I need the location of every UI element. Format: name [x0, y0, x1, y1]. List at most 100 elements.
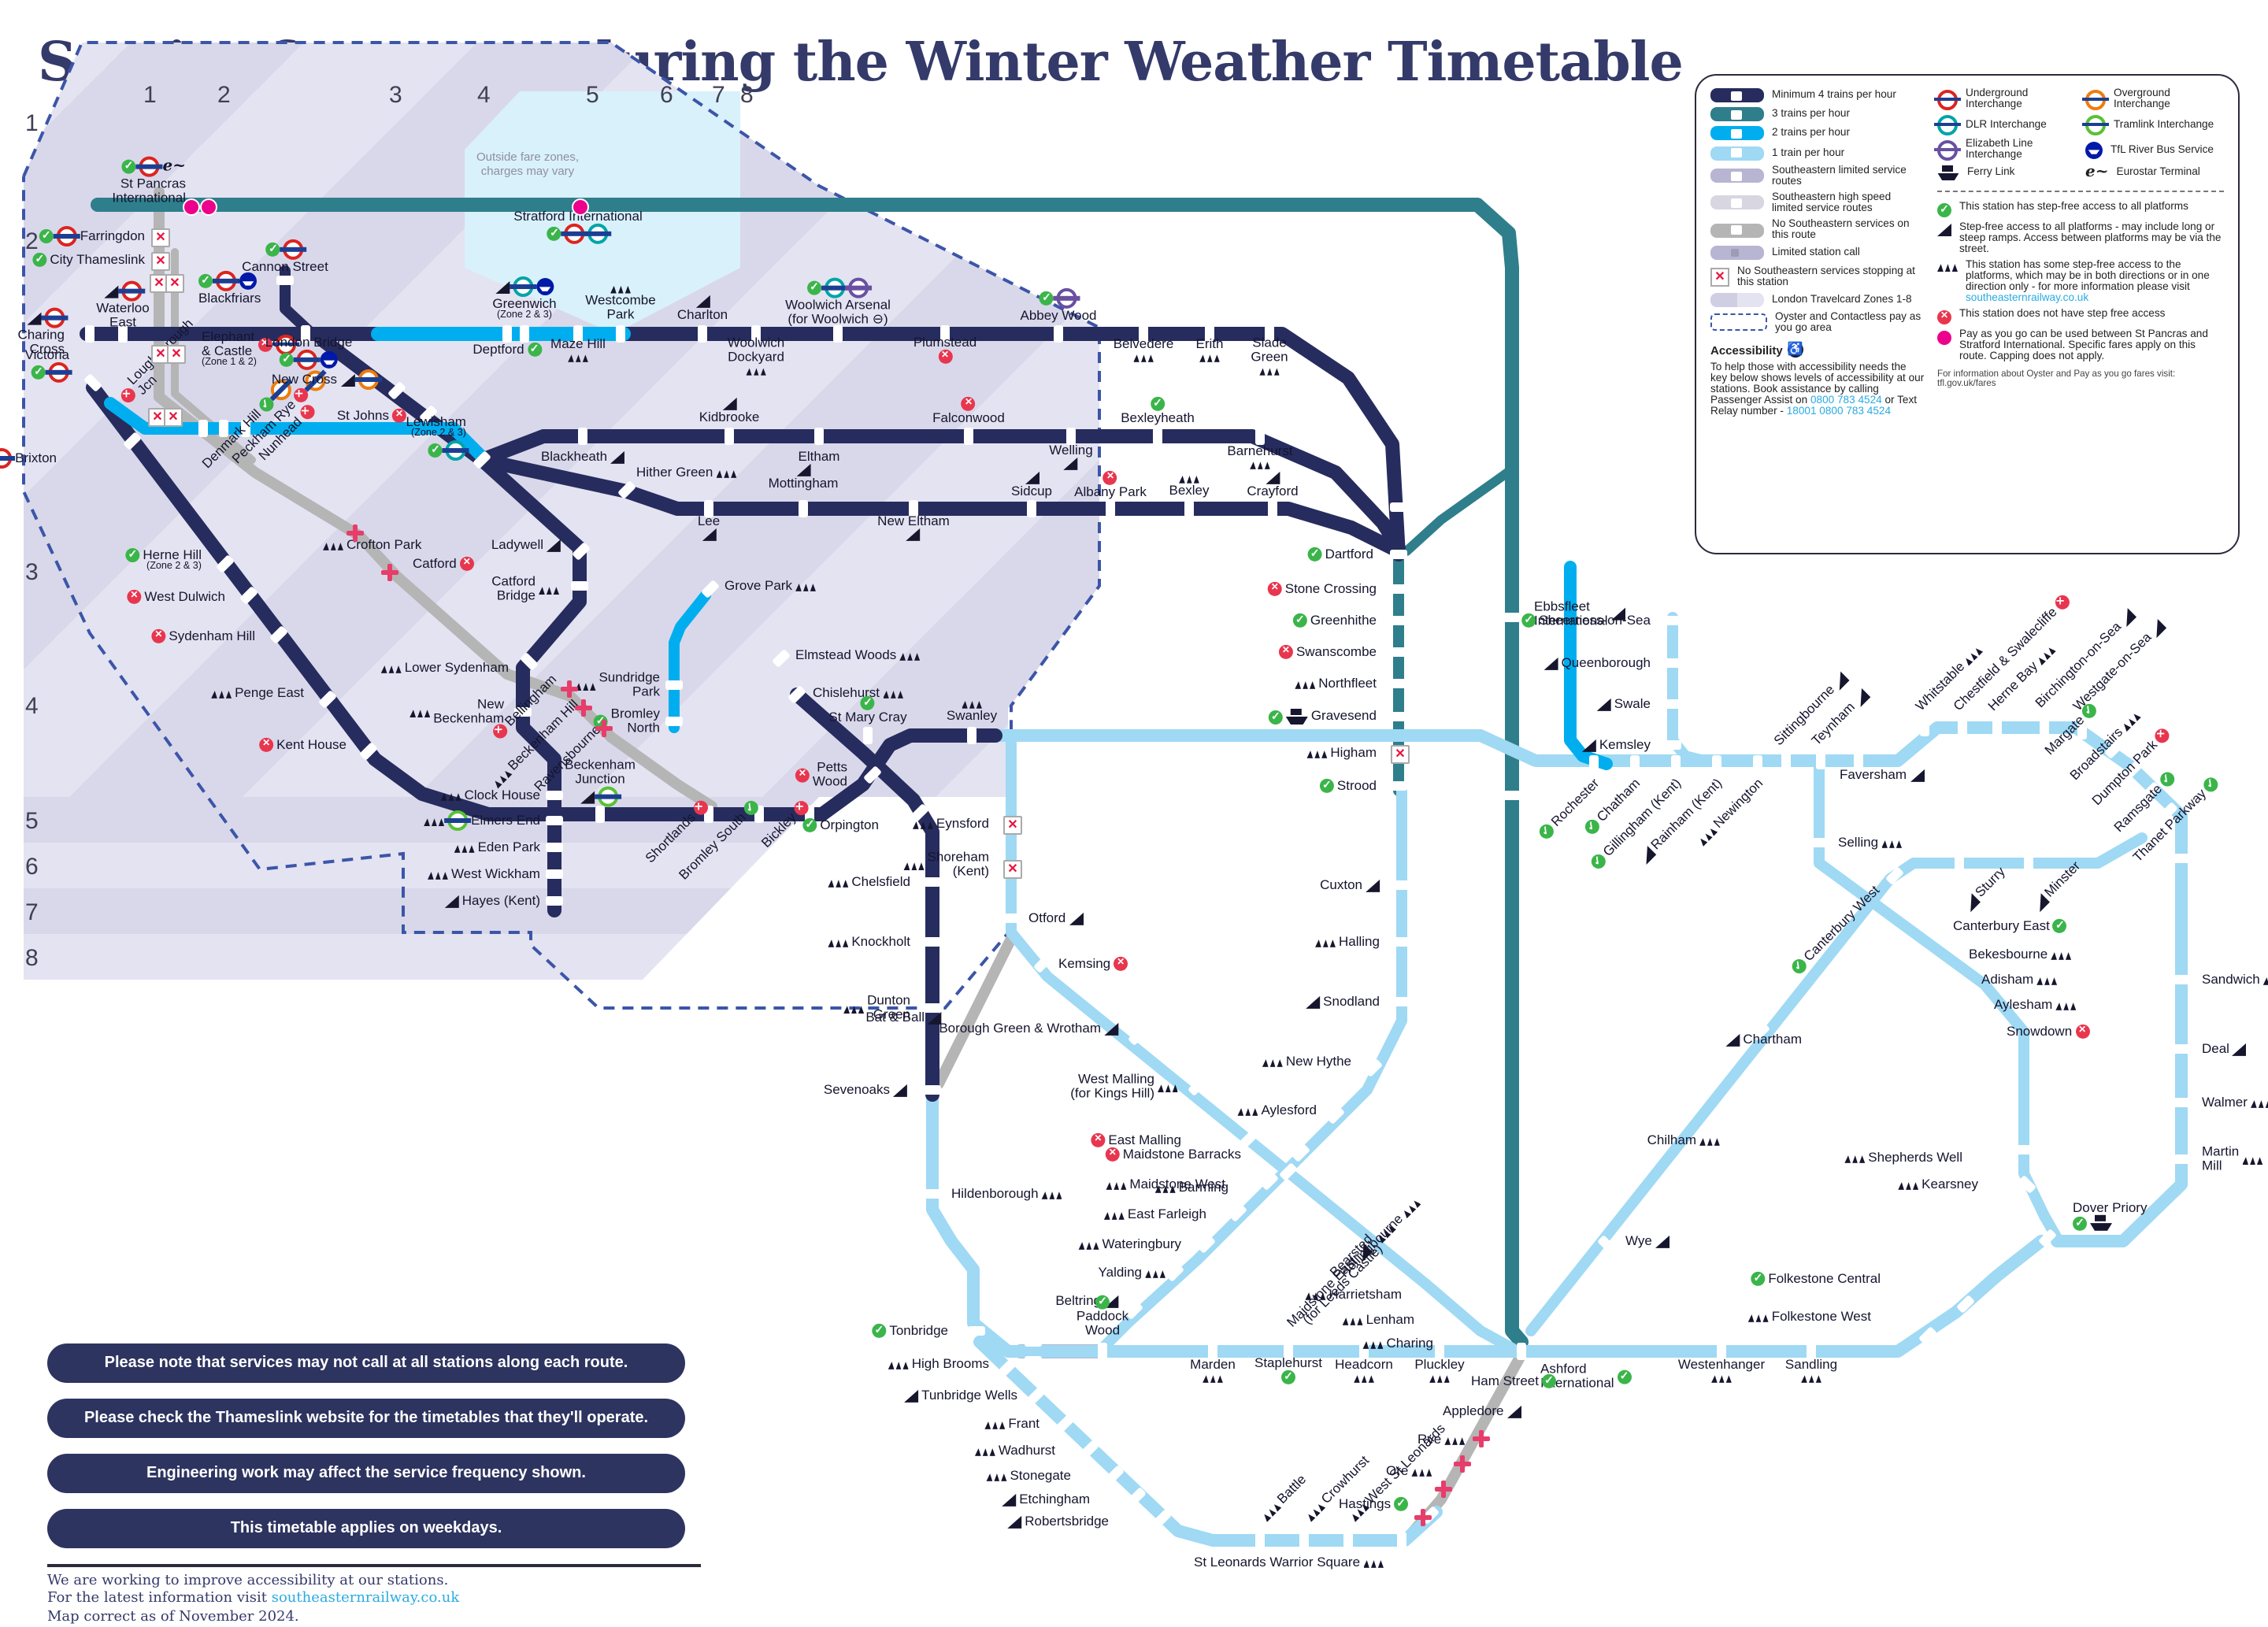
partial-step-free-icon: [27, 311, 41, 324]
station-tick: [2173, 854, 2190, 863]
other-operator-cross-icon: [346, 524, 364, 542]
some-step-free-icon: [1315, 940, 1336, 947]
station-label: Deptford✓: [472, 341, 542, 357]
payg-dot-icon: [1937, 330, 1951, 344]
station-tick: [814, 428, 824, 445]
station-label: Borough Green & Wrotham: [939, 1020, 1118, 1036]
step-free-icon: ✓: [428, 443, 443, 458]
some-step-free-icon: [2242, 1157, 2263, 1165]
legend-frequency-label: Minimum 4 trains per hour: [1772, 90, 1896, 101]
station-name: Charlton: [676, 306, 728, 322]
station-name: Penge East: [235, 684, 304, 700]
legend-access-text: This station has some step-free access t…: [1966, 259, 2210, 303]
station-label: Wye: [1625, 1232, 1670, 1248]
footer-link[interactable]: southeasternrailway.co.uk: [271, 1591, 460, 1607]
station-label: Eden Park: [454, 839, 540, 854]
legend-swatch-nose: [1710, 223, 1764, 238]
underground-roundel-icon: [135, 156, 163, 177]
station-name: High Brooms: [911, 1355, 989, 1371]
station-label: Chelsfield: [828, 873, 910, 889]
station-tick: [1503, 791, 1521, 800]
station-tick: [502, 325, 512, 343]
some-step-free-icon: [984, 1421, 1006, 1429]
some-step-free-icon: [2055, 1003, 2077, 1010]
station-label: ✕East Malling: [1091, 1132, 1181, 1147]
station-name: Hayes (Kent): [461, 891, 540, 908]
station-tick: [1025, 1356, 1042, 1366]
some-step-free-icon: [828, 940, 849, 947]
station-name: Sevenoaks: [823, 1080, 890, 1097]
legend-interchange-item: e~Eurostar Terminal: [2085, 164, 2224, 180]
station-label: ✓Greenhithe: [1292, 612, 1377, 628]
passenger-assist-phone[interactable]: 0800 783 4524: [1810, 395, 1882, 407]
station-label: Lee: [698, 513, 720, 542]
station-name: Barnehurst: [1227, 442, 1293, 458]
underground-roundel-icon: [561, 224, 588, 245]
station-label: New Eltham: [877, 513, 950, 542]
step-free-icon: ✓: [1095, 1295, 1110, 1310]
some-step-free-icon: [1801, 1375, 1821, 1384]
ferry-icon: [2090, 1215, 2112, 1231]
station-name: Blackfriars: [198, 289, 261, 306]
underground-roundel-icon: [280, 239, 307, 260]
access-info-link[interactable]: southeasternrailway.co.uk: [1966, 292, 2089, 303]
some-step-free-icon: [1145, 1270, 1166, 1278]
station-label: Lenham: [1342, 1311, 1414, 1327]
station-name: Chislehurst: [813, 684, 880, 700]
some-step-free-icon: [2250, 1100, 2268, 1108]
dlr-roundel-icon: [821, 277, 848, 298]
no-step-free-icon: ✕: [962, 396, 976, 411]
station-label: Otford: [1028, 910, 1084, 925]
station-tick: [2173, 1098, 2190, 1107]
legend-frequency-item: Oyster and Contactless pay as you go are…: [1710, 312, 1925, 334]
station-tick: [1712, 755, 1721, 773]
legend-frequency-item: 1 train per hour: [1710, 146, 1925, 161]
station-label: Eynsford: [912, 815, 989, 831]
station-tick: [595, 806, 605, 823]
some-step-free-icon: [1250, 461, 1270, 470]
station-name: London Bridge: [265, 333, 353, 350]
station-name: Elmers End: [471, 811, 540, 828]
station-name: Deal: [2202, 1040, 2229, 1056]
station-name: Adisham: [1981, 970, 2034, 987]
station-label: ✕Falconwood: [932, 396, 1005, 425]
station-tick: [1589, 755, 1599, 773]
some-step-free-icon: [410, 710, 431, 717]
zone-number: 2: [217, 82, 231, 109]
step-free-icon: ✓: [1150, 396, 1165, 411]
legend-frequency-item: London Travelcard Zones 1-8: [1710, 292, 1925, 307]
station-tick: [924, 1189, 941, 1199]
station-name: Snodland: [1323, 992, 1380, 1009]
station-tick: [2024, 854, 2033, 872]
footer-line2: For the latest information visit southea…: [47, 1591, 460, 1607]
station-tick: [924, 1085, 941, 1095]
station-name: Kent House: [276, 736, 346, 752]
map-note: Outside fare zones,charges may vary: [476, 150, 580, 178]
river-bus-icon: [320, 351, 338, 369]
text-relay-phone[interactable]: 18001 0800 783 4524: [1786, 406, 1892, 418]
station-label: ✓Tonbridge: [872, 1322, 948, 1338]
station-label: Chartham: [1725, 1031, 1802, 1047]
route-light: [1006, 735, 1518, 1354]
station-name: Halling: [1339, 932, 1380, 949]
station-label: ✓Woolwich Arsenal(for Woolwich ⊖): [785, 277, 891, 328]
no-services-marker: [1003, 860, 1022, 879]
legend-access-item: Pay as you go can be used between St Pan…: [1937, 328, 2224, 361]
station-name: Hastings: [1339, 1495, 1392, 1511]
station-label: ✓Dartford: [1307, 546, 1373, 561]
station-tick: [863, 727, 873, 744]
no-step-free-icon: ✕: [1937, 309, 1951, 324]
station-name: Swanley: [946, 706, 998, 723]
legend-access-text: This station has step-free access to all…: [1959, 201, 2188, 212]
station-tick: [724, 428, 734, 445]
